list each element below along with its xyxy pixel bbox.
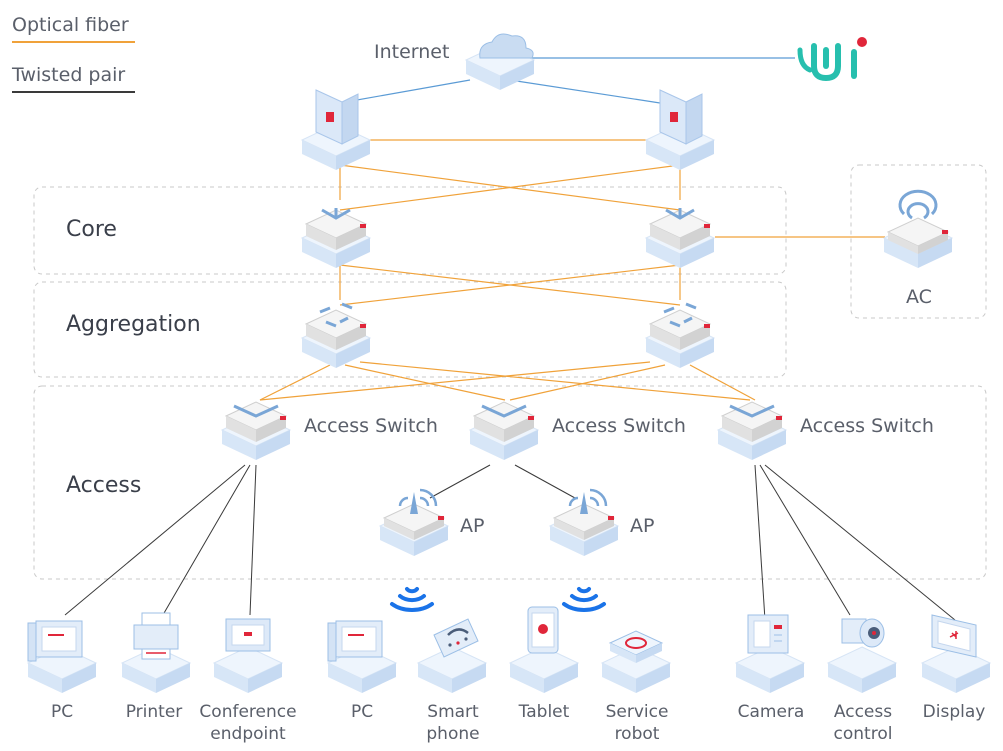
endpoint-camera-label: Camera: [738, 702, 805, 722]
access-tier-label: Access: [66, 473, 141, 498]
core-tier-label: Core: [66, 217, 117, 242]
service-robot-icon: [601, 630, 671, 694]
printer-icon: [121, 612, 191, 694]
tablet-icon: [509, 606, 579, 694]
ac-label: AC: [906, 286, 932, 308]
access-switch-2-label: Access Switch: [552, 415, 686, 437]
pc-2-icon: [327, 620, 397, 694]
aggregation-tier-box: [33, 281, 787, 378]
display-icon: [921, 614, 991, 694]
wifi-signal-1-icon: [390, 587, 434, 612]
ap-2-icon: [549, 488, 619, 557]
access-control-icon: [827, 618, 897, 694]
access-switch-3-icon: [717, 401, 787, 461]
aggregation-switch-left-icon: [301, 302, 371, 369]
access-switch-3-label: Access Switch: [800, 415, 934, 437]
endpoint-pc-1-label: PC: [51, 702, 73, 722]
endpoint-robot-label: Service: [606, 702, 669, 722]
internet-label: Internet: [374, 41, 449, 63]
access-switch-1-label: Access Switch: [304, 415, 438, 437]
core-switch-right-icon: [645, 208, 715, 269]
ac-controller-icon: [883, 189, 953, 269]
aggregation-tier-label: Aggregation: [66, 312, 201, 337]
endpoint-tablet-label: Tablet: [518, 702, 570, 722]
access-switch-2-icon: [469, 401, 539, 461]
twisted-pair-links: [64, 464, 956, 621]
endpoint-printer-label: Printer: [126, 702, 183, 722]
firewall-left-icon: [301, 89, 371, 171]
brand-logo: [797, 37, 867, 82]
smart-phone-icon: [417, 618, 487, 694]
ac-box: [850, 164, 987, 319]
aggregation-switch-right-icon: [645, 302, 715, 369]
access-switch-1-icon: [221, 401, 291, 461]
endpoint-phone-label-2: phone: [426, 724, 479, 744]
internet-links: [339, 57, 795, 104]
internet-cloud-icon: [465, 33, 535, 91]
conference-endpoint-icon: [213, 618, 283, 694]
firewall-right-icon: [645, 89, 715, 171]
endpoint-phone-label: Smart: [427, 702, 479, 722]
endpoint-display-label: Display: [923, 702, 986, 722]
endpoint-conference-label: Conference: [199, 702, 296, 722]
endpoint-robot-label-2: robot: [615, 724, 660, 744]
ap-2-label: AP: [630, 515, 654, 537]
optical-fiber-links: [259, 139, 885, 401]
endpoint-access-control-label: Access: [834, 702, 892, 722]
legend-optical-label: Optical fiber: [12, 14, 129, 36]
endpoint-access-control-label-2: control: [834, 724, 893, 744]
camera-icon: [735, 614, 805, 694]
ap-1-label: AP: [460, 515, 484, 537]
pc-1-icon: [27, 620, 97, 694]
core-tier-box: [33, 186, 787, 275]
ap-1-icon: [379, 488, 449, 557]
endpoint-labels: PC Printer Conference endpoint PC Smart …: [51, 702, 985, 744]
endpoint-pc-2-label: PC: [351, 702, 373, 722]
core-switch-left-icon: [301, 208, 371, 269]
wifi-signal-2-icon: [562, 587, 606, 612]
endpoint-conference-label-2: endpoint: [210, 724, 286, 744]
legend-twisted-label: Twisted pair: [11, 64, 125, 86]
access-tier-box: [33, 385, 987, 580]
